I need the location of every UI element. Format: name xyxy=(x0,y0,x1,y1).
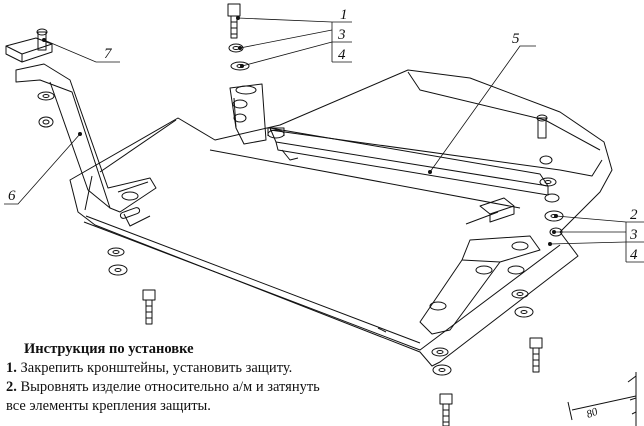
left-bracket xyxy=(15,63,157,227)
callout-6: 6 xyxy=(8,188,16,204)
step-1-text: Закрепить кронштейны, установить защиту. xyxy=(16,360,293,376)
callout-7: 7 xyxy=(104,46,113,62)
dimension-detail xyxy=(567,372,637,426)
dimension-label: 80 xyxy=(585,406,600,421)
callout-4-top: 4 xyxy=(338,47,346,63)
callout-3-right: 3 xyxy=(629,227,638,243)
callout-1: 1 xyxy=(340,7,348,23)
installation-instructions: Инструкция по установке 1. Закрепить кро… xyxy=(6,340,386,416)
instruction-step-2: 2. Выровнять изделие относительно а/м и … xyxy=(6,378,386,397)
callout-3-top: 3 xyxy=(337,27,346,43)
instructions-title: Инструкция по установке xyxy=(24,341,194,357)
fasteners xyxy=(37,3,564,426)
centre-top-bracket xyxy=(229,83,285,145)
step-2-text: Выровнять изделие относительно а/м и зат… xyxy=(16,379,320,395)
left-tab xyxy=(5,28,53,63)
callout-5: 5 xyxy=(512,31,520,47)
step-1-number: 1. xyxy=(6,360,17,376)
instruction-step-1: 1. Закрепить кронштейны, установить защи… xyxy=(6,359,386,378)
step-2-number: 2. xyxy=(6,379,17,395)
callout-2: 2 xyxy=(630,207,638,223)
leader-lines xyxy=(4,17,644,263)
right-bracket xyxy=(419,197,541,335)
leader-dots xyxy=(42,16,558,246)
rear-bracket-rail xyxy=(269,127,549,196)
instruction-step-2-continued: все элементы крепления защиты. xyxy=(6,398,211,414)
callout-4-right: 4 xyxy=(630,247,638,263)
skid-plate-outline xyxy=(69,69,613,367)
